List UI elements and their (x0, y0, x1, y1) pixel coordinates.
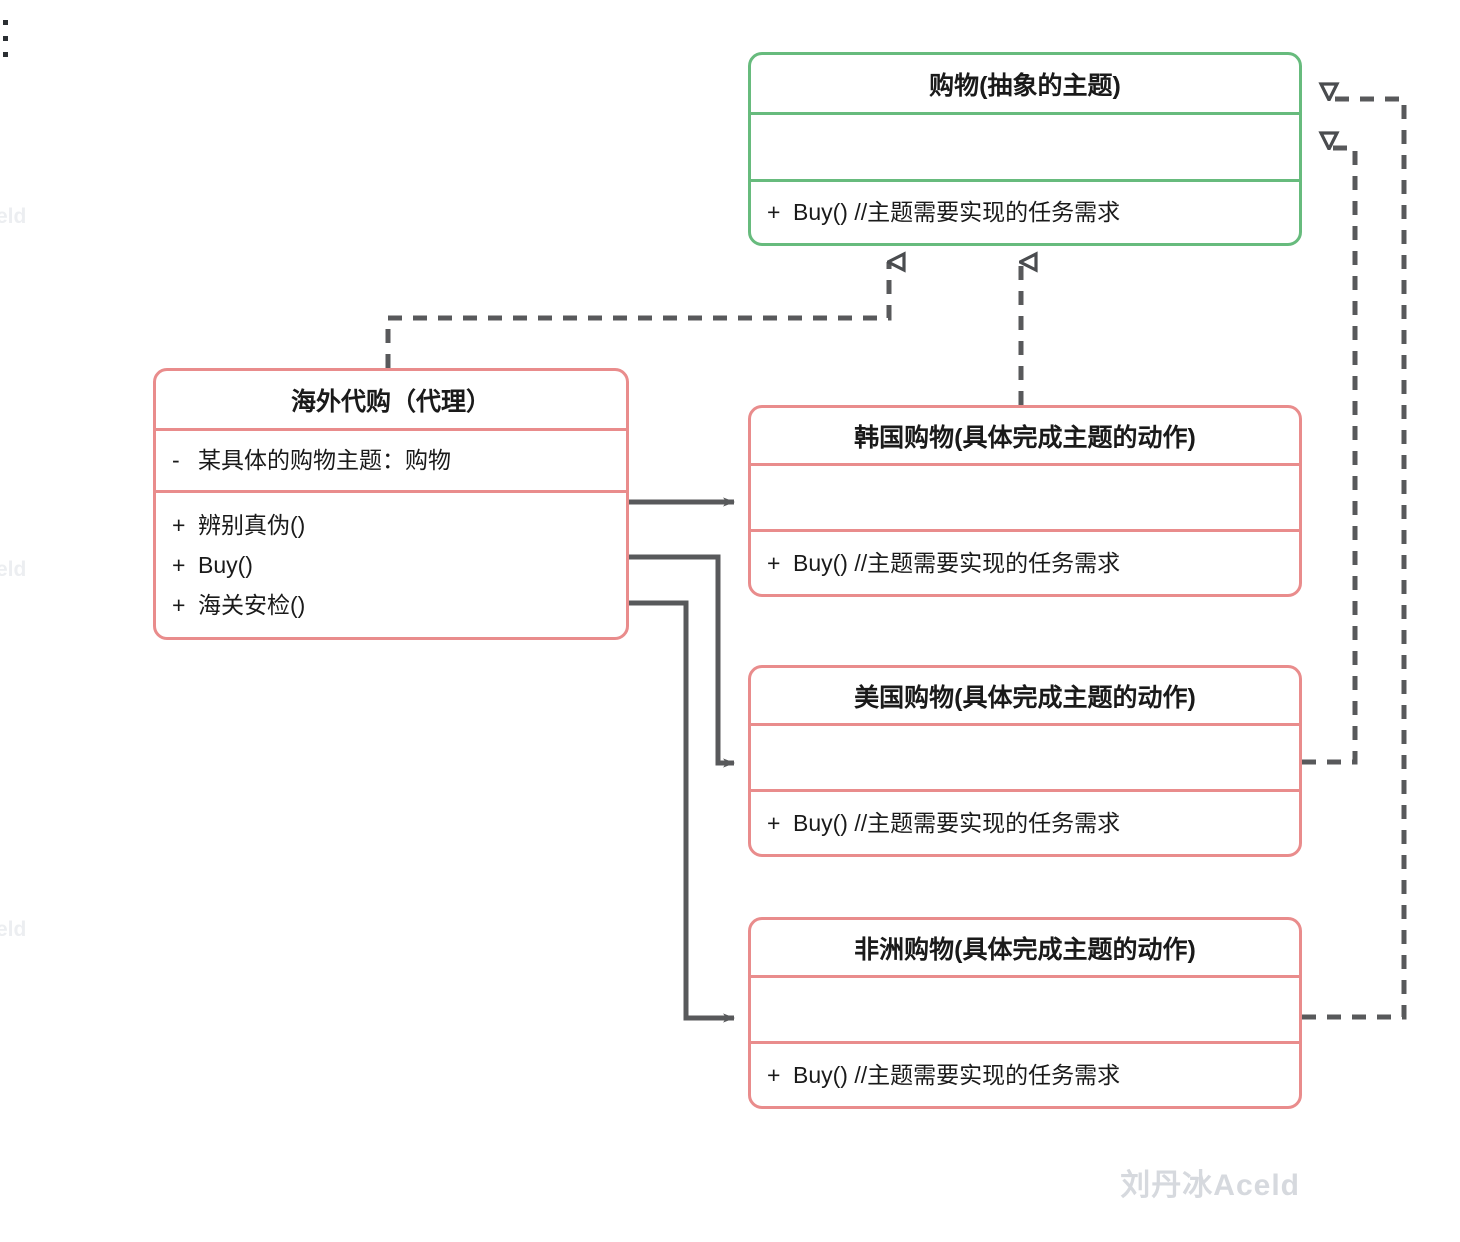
relation-proxy-uses-usa (629, 554, 735, 768)
class-box-usa-shopping[interactable]: 美国购物(具体完成主题的动作) + Buy() //主题需要实现的任务需求 (748, 665, 1302, 857)
member-text: Buy() //主题需要实现的任务需求 (793, 809, 1121, 836)
relation-usa-realizes-shopping (1302, 148, 1358, 765)
side-watermark: eld (0, 205, 27, 228)
class-operations-usa-shopping: + Buy() //主题需要实现的任务需求 (751, 792, 1299, 854)
visibility-marker: - (172, 447, 180, 474)
class-member: + 辨别真伪() (172, 505, 610, 545)
side-watermark: eld (0, 918, 27, 941)
author-watermark: 刘丹冰Aceld (1120, 1169, 1300, 1202)
member-text: 辨别真伪() (198, 511, 306, 538)
corner-dot (3, 52, 8, 57)
class-attributes-korea-shopping (751, 466, 1299, 532)
member-text: Buy() (198, 551, 253, 578)
member-text: 海关安检() (198, 592, 306, 619)
class-title-overseas-proxy: 海外代购（代理） (156, 371, 626, 431)
member-text: Buy() //主题需要实现的任务需求 (793, 549, 1121, 576)
class-member: + Buy() //主题需要实现的任务需求 (767, 192, 1283, 232)
class-box-korea-shopping[interactable]: 韩国购物(具体完成主题的动作) + Buy() //主题需要实现的任务需求 (748, 405, 1302, 597)
class-box-shopping-abstract[interactable]: 购物(抽象的主题) + Buy() //主题需要实现的任务需求 (748, 52, 1302, 246)
member-text: Buy() //主题需要实现的任务需求 (793, 1061, 1121, 1088)
class-member: -某具体的购物主题：购物 (172, 440, 610, 480)
corner-dots-indicator (3, 20, 8, 57)
relation-proxy-uses-africa (629, 600, 735, 1023)
member-text: Buy() //主题需要实现的任务需求 (793, 199, 1121, 226)
visibility-marker: + (767, 199, 781, 226)
visibility-marker: + (172, 551, 186, 578)
member-text: 某具体的购物主题：购物 (198, 447, 451, 474)
side-watermark: eld (0, 558, 27, 581)
relation-proxy-realizes-shopping (385, 262, 889, 368)
corner-dot (3, 20, 8, 25)
class-attributes-africa-shopping (751, 978, 1299, 1044)
class-title-africa-shopping: 非洲购物(具体完成主题的动作) (751, 920, 1299, 978)
class-member: + Buy() //主题需要实现的任务需求 (767, 543, 1283, 583)
class-attributes-overseas-proxy: -某具体的购物主题：购物 (156, 431, 626, 493)
class-title-shopping-abstract: 购物(抽象的主题) (751, 55, 1299, 115)
class-attributes-usa-shopping (751, 726, 1299, 792)
class-title-korea-shopping: 韩国购物(具体完成主题的动作) (751, 408, 1299, 466)
class-member: + Buy() //主题需要实现的任务需求 (767, 1055, 1283, 1095)
class-box-overseas-proxy[interactable]: 海外代购（代理） -某具体的购物主题：购物 + 辨别真伪() + Buy() + 海关… (153, 368, 629, 640)
class-operations-shopping-abstract: + Buy() //主题需要实现的任务需求 (751, 182, 1299, 243)
class-operations-overseas-proxy: + 辨别真伪() + Buy() + 海关安检() (156, 493, 626, 637)
class-box-africa-shopping[interactable]: 非洲购物(具体完成主题的动作) + Buy() //主题需要实现的任务需求 (748, 917, 1302, 1109)
class-member: + Buy() (172, 545, 610, 585)
class-operations-africa-shopping: + Buy() //主题需要实现的任务需求 (751, 1044, 1299, 1106)
relation-africa-realizes-shopping (1302, 99, 1407, 1020)
class-title-usa-shopping: 美国购物(具体完成主题的动作) (751, 668, 1299, 726)
class-member: + 海关安检() (172, 585, 610, 625)
corner-dot (3, 36, 8, 41)
visibility-marker: + (172, 511, 186, 538)
class-member: + Buy() //主题需要实现的任务需求 (767, 803, 1283, 843)
class-operations-korea-shopping: + Buy() //主题需要实现的任务需求 (751, 532, 1299, 594)
visibility-marker: + (767, 549, 781, 576)
visibility-marker: + (767, 1061, 781, 1088)
visibility-marker: + (767, 809, 781, 836)
visibility-marker: + (172, 592, 186, 619)
class-attributes-shopping-abstract (751, 115, 1299, 182)
